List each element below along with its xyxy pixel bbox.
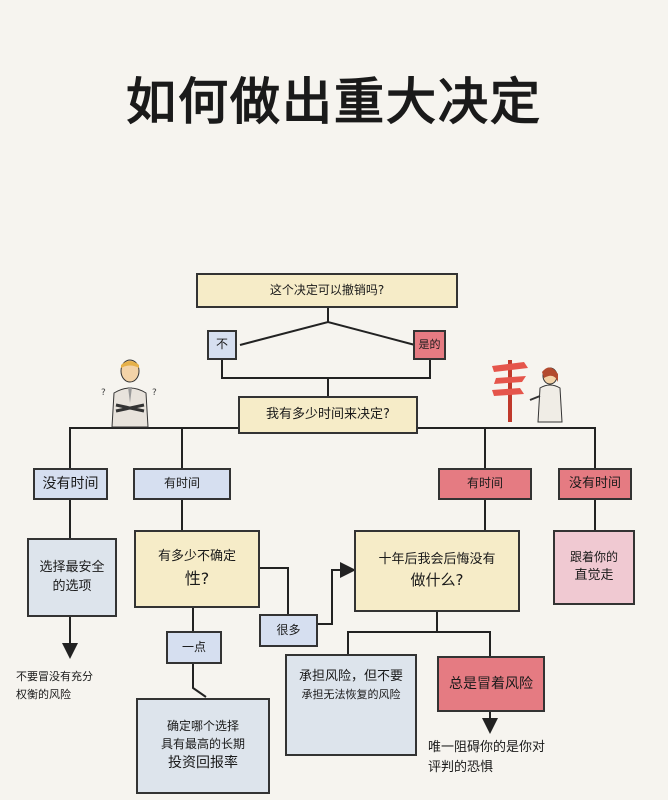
follow-gut-box: 跟着你的 直觉走 (553, 530, 635, 605)
has-time-left-text: 有时间 (163, 476, 200, 491)
answer-yes-box: 是的 (413, 330, 446, 360)
time-question-text: 我有多少时间来决定? (266, 406, 390, 422)
regret-line2: 做什么? (410, 570, 464, 589)
safest-line2: 的选项 (52, 578, 92, 594)
a-lot-text: 很多 (276, 622, 301, 637)
answer-no-text: 不 (215, 337, 228, 352)
no-time-left-text: 没有时间 (42, 475, 99, 492)
no-time-right-text: 没有时间 (568, 475, 621, 491)
regret-line1: 十年后我会后悔没有 (378, 551, 496, 567)
take-risk-line1: 承担风险，但不要 (298, 669, 403, 684)
time-question-box: 我有多少时间来决定? (238, 396, 418, 434)
risk-note-line2: 权衡的风险 (16, 687, 71, 701)
uncertainty-question-box: 有多少不确定 性? (134, 530, 260, 608)
always-risk-text: 总是冒着风险 (449, 675, 533, 692)
reversible-question-text: 这个决定可以撤销吗? (269, 282, 385, 297)
no-time-right-box: 没有时间 (558, 468, 632, 500)
uncertainty-line2: 性? (184, 568, 210, 588)
roi-line1: 确定哪个选择 (166, 719, 239, 734)
gut-line2: 直觉走 (574, 567, 614, 583)
regret-question-box: 十年后我会后悔没有 做什么? (354, 530, 520, 612)
gut-line1: 跟着你的 (569, 550, 618, 565)
has-time-right-text: 有时间 (466, 476, 503, 491)
risk-note: 不要冒没有充分 权衡的风险 (16, 668, 116, 703)
fear-line2: 评判的恐惧 (428, 759, 494, 775)
take-risk-line2: 承担无法恢复的风险 (301, 687, 401, 701)
a-little-box: 一点 (166, 631, 222, 664)
has-time-left-box: 有时间 (133, 468, 231, 500)
highest-roi-box: 确定哪个选择 具有最高的长期 投资回报率 (136, 698, 270, 794)
answer-no-box: 不 (207, 330, 237, 360)
svg-text:?: ? (152, 388, 157, 398)
no-time-left-box: 没有时间 (33, 468, 108, 500)
a-lot-box: 很多 (259, 614, 318, 647)
fear-note: 唯一阻碍你的是你对 评判的恐惧 (428, 738, 545, 777)
answer-yes-text: 是的 (418, 338, 441, 352)
businessman-illustration: ? ? (101, 359, 157, 428)
uncertainty-line1: 有多少不确定 (157, 548, 236, 564)
fear-line1: 唯一阻碍你的是你对 (428, 740, 546, 755)
risk-note-line1: 不要冒没有充分 (16, 670, 93, 683)
signpost-woman-illustration (492, 360, 563, 423)
has-time-right-box: 有时间 (438, 468, 532, 500)
a-little-text: 一点 (181, 639, 206, 654)
take-risk-box: 承担风险，但不要 承担无法恢复的风险 (285, 654, 417, 756)
reversible-question-box: 这个决定可以撤销吗? (196, 273, 458, 308)
safest-line1: 选择最安全 (39, 559, 105, 575)
safest-option-box: 选择最安全 的选项 (27, 538, 117, 617)
page-title: 如何做出重大决定 (126, 73, 542, 131)
roi-line2: 具有最高的长期 (160, 736, 245, 751)
always-risk-box: 总是冒着风险 (437, 656, 545, 712)
svg-text:?: ? (101, 388, 106, 398)
roi-line3: 投资回报率 (168, 755, 238, 772)
